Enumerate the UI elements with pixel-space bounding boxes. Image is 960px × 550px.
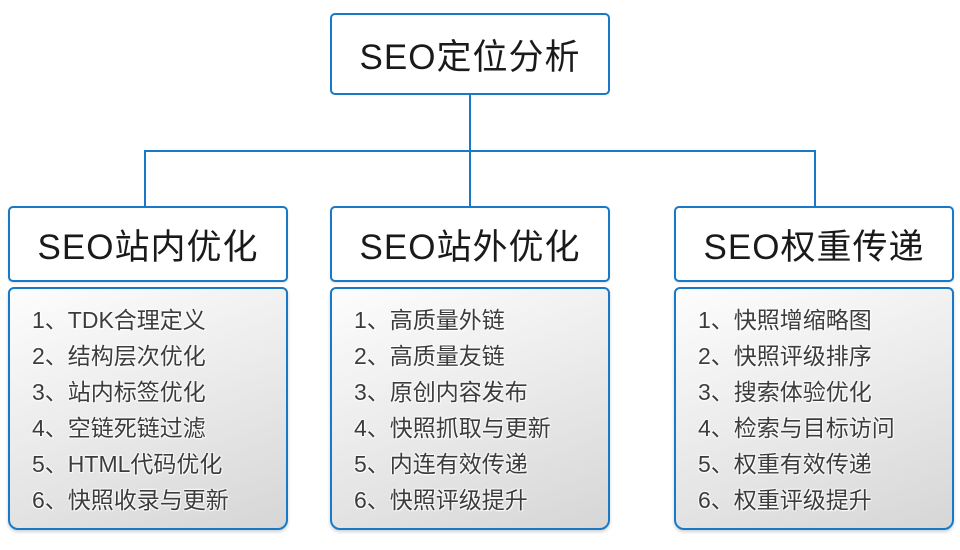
branch-header-offsite: SEO站外优化 xyxy=(330,206,610,282)
list-item: 5、HTML代码优化 xyxy=(32,451,223,477)
list-item: 3、站内标签优化 xyxy=(32,379,206,405)
branch-list-offsite: 1、高质量外链 2、高质量友链 3、原创内容发布 4、快照抓取与更新 5、内连有… xyxy=(330,287,610,530)
list-item: 1、TDK合理定义 xyxy=(32,307,206,333)
list-item: 2、快照评级排序 xyxy=(698,343,872,369)
list-item: 3、原创内容发布 xyxy=(354,379,528,405)
list-item: 2、结构层次优化 xyxy=(32,343,206,369)
list-item: 3、搜索体验优化 xyxy=(698,379,872,405)
branch-title: SEO站内优化 xyxy=(37,227,259,267)
branch-header-weight: SEO权重传递 xyxy=(674,206,954,282)
connector-drop-middle xyxy=(469,150,471,207)
branch-list-onsite: 1、TDK合理定义 2、结构层次优化 3、站内标签优化 4、空链死链过滤 5、H… xyxy=(8,287,288,530)
list-item: 4、检索与目标访问 xyxy=(698,415,895,441)
list-item: 5、权重有效传递 xyxy=(698,451,872,477)
connector-drop-right xyxy=(814,150,816,207)
list-item: 6、权重评级提升 xyxy=(698,487,872,513)
branch-title: SEO权重传递 xyxy=(703,227,925,267)
root-label: SEO定位分析 xyxy=(359,37,581,77)
branch-list-weight: 1、快照增缩略图 2、快照评级排序 3、搜索体验优化 4、检索与目标访问 5、权… xyxy=(674,287,954,530)
root-node: SEO定位分析 xyxy=(330,13,610,95)
connector-horizontal xyxy=(144,150,816,152)
list-item: 4、快照抓取与更新 xyxy=(354,415,551,441)
list-item: 4、空链死链过滤 xyxy=(32,415,206,441)
connector-root-drop xyxy=(469,95,471,152)
branch-header-onsite: SEO站内优化 xyxy=(8,206,288,282)
list-item: 6、快照收录与更新 xyxy=(32,487,229,513)
list-item: 2、高质量友链 xyxy=(354,343,505,369)
list-item: 1、高质量外链 xyxy=(354,307,505,333)
list-item: 1、快照增缩略图 xyxy=(698,307,872,333)
list-item: 5、内连有效传递 xyxy=(354,451,528,477)
list-item: 6、快照评级提升 xyxy=(354,487,528,513)
branch-title: SEO站外优化 xyxy=(359,227,581,267)
connector-drop-left xyxy=(144,150,146,207)
